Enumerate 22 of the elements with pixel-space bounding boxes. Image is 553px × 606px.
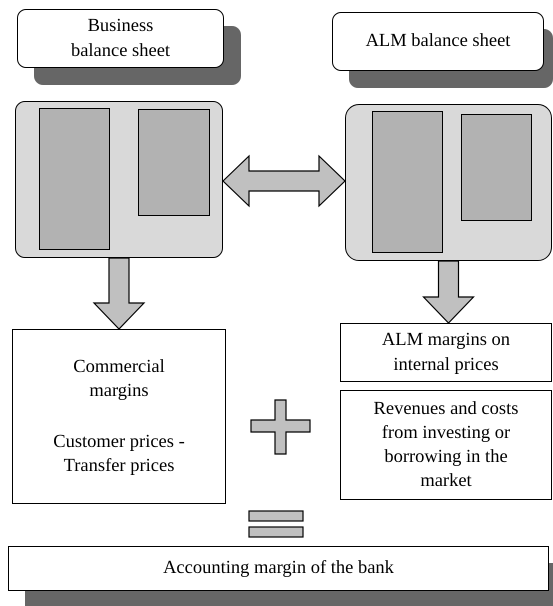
- title-box: [332, 12, 544, 71]
- balance-sheet-block: [461, 114, 532, 221]
- box-text: Business balance sheet: [70, 15, 172, 62]
- box-text: Commercial margins: [72, 356, 166, 404]
- block-arrow: [422, 260, 475, 324]
- result-box: [12, 329, 226, 504]
- balance-sheet-block: [372, 111, 443, 253]
- title-box: [17, 9, 224, 68]
- balance-sheet-panel: [345, 104, 552, 261]
- result-banner: [8, 546, 549, 591]
- box-text: Accounting margin of the bank: [163, 557, 394, 580]
- result-box: [340, 323, 552, 382]
- block-arrow: [92, 257, 146, 330]
- block-arrow: [222, 154, 346, 208]
- balance-sheet-block: [138, 109, 210, 216]
- balance-sheet-panel: [15, 101, 223, 258]
- result-box: [340, 390, 552, 500]
- box-text: Revenues and costs from investing or borrowing in the market: [372, 398, 520, 494]
- balance-sheet-block: [39, 108, 110, 250]
- box-text: ALM margins on internal prices: [380, 329, 512, 376]
- box-text: Customer prices - Transfer prices: [52, 430, 186, 478]
- box-text: ALM balance sheet: [366, 30, 510, 54]
